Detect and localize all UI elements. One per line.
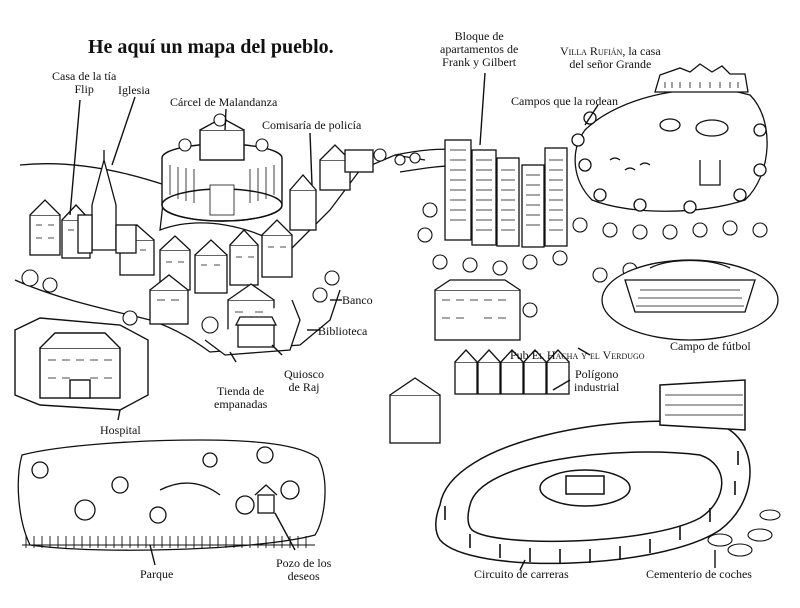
- label-pozo-line2: deseos: [287, 569, 320, 583]
- label-comisaria: Comisaría de policía: [262, 118, 362, 132]
- label-casa-tia: Casa de la tía Flip: [52, 70, 116, 96]
- label-bloque: Bloque de apartamentos de Frank y Gilber…: [440, 30, 518, 69]
- label-circuito: Circuito de carreras: [474, 567, 569, 581]
- prison-building: [161, 117, 283, 222]
- pub-industrial: [389, 279, 570, 444]
- apartment-towers: [444, 139, 568, 248]
- label-banco: Banco: [342, 293, 373, 307]
- label-iglesia: Iglesia: [118, 83, 150, 97]
- villa-estate: [571, 63, 768, 214]
- label-casa-tia-line2: Flip: [74, 82, 94, 96]
- label-bloque-line2: apartamentos de: [440, 42, 519, 56]
- label-quiosco-line2: de Raj: [288, 380, 320, 394]
- label-poligono: Polígono industrial: [574, 368, 619, 394]
- label-hospital: Hospital: [100, 423, 141, 437]
- label-poligono-line2: industrial: [574, 380, 620, 394]
- hospital-building: [14, 317, 149, 411]
- label-parque: Parque: [140, 567, 174, 581]
- label-villa-line2: del señor Grande: [569, 57, 652, 71]
- car-graveyard: [707, 509, 781, 557]
- park: [17, 439, 326, 551]
- label-villa-line1: Villa Rufián, la casa: [560, 45, 661, 58]
- map-title: He aquí un mapa del pueblo.: [88, 36, 334, 58]
- race-circuit: [435, 379, 751, 565]
- label-biblioteca: Biblioteca: [318, 324, 368, 338]
- label-bloque-line3: Frank y Gilbert: [442, 55, 517, 69]
- label-pozo: Pozo de los deseos: [276, 557, 331, 583]
- label-villa-suffix: , la casa: [622, 44, 661, 58]
- label-pozo-line1: Pozo de los: [276, 556, 332, 570]
- leader-lines: [69, 72, 716, 571]
- town-center: [14, 144, 426, 353]
- label-tienda: Tienda de empanadas: [214, 385, 267, 411]
- label-bloque-line1: Bloque de: [454, 29, 504, 43]
- label-quiosco-line1: Quiosco: [284, 367, 324, 381]
- label-tienda-line1: Tienda de: [217, 384, 265, 398]
- label-poligono-line1: Polígono: [574, 367, 619, 381]
- label-quiosco: Quiosco de Raj: [284, 368, 324, 394]
- label-campos: Campos que la rodean: [511, 94, 618, 108]
- football-stadium: [601, 259, 779, 341]
- label-pub: Pub El Hacha y el Verdugo: [510, 349, 645, 362]
- label-casa-tia-line1: Casa de la tía: [52, 69, 117, 83]
- library-kiosk: [204, 299, 301, 356]
- label-carcel: Cárcel de Malandanza: [170, 95, 278, 109]
- label-campo-futbol: Campo de fútbol: [670, 339, 751, 353]
- label-cementerio: Cementerio de coches: [646, 567, 752, 581]
- label-villa: Villa Rufián, la casa del señor Grande: [560, 45, 661, 71]
- label-tienda-line2: empanadas: [214, 397, 268, 411]
- label-villa-name: Villa Rufián: [560, 44, 623, 58]
- trees-left: [21, 113, 421, 334]
- label-pub-prefix: Pub: [510, 348, 529, 362]
- label-pub-name: El Hacha y el Verdugo: [531, 348, 645, 362]
